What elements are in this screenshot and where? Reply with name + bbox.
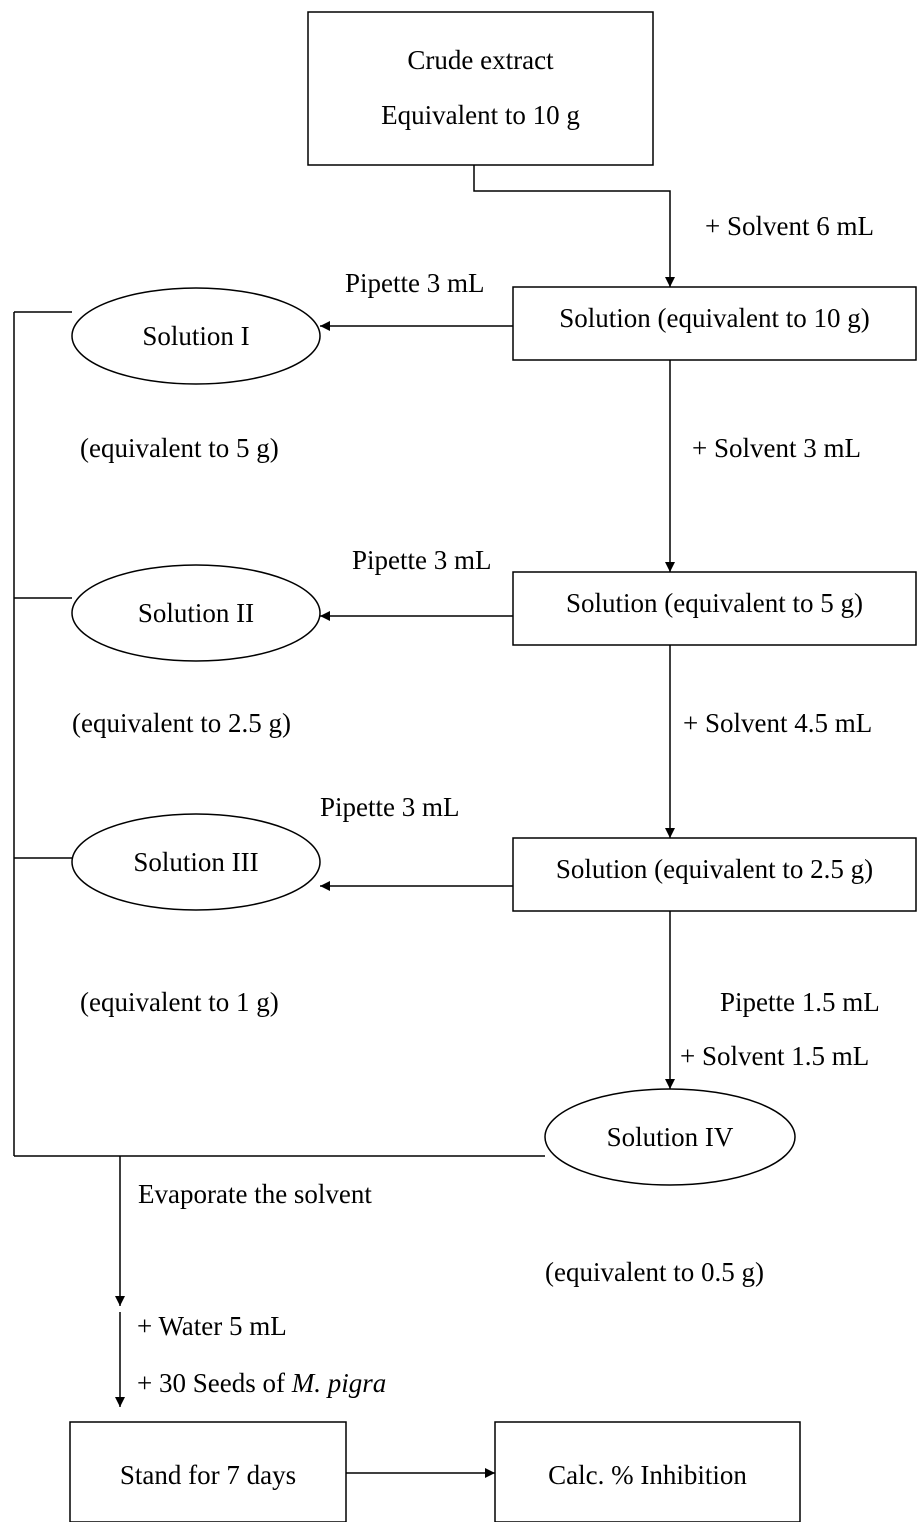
stand-7-days-label: Stand for 7 days <box>119 1460 297 1490</box>
solution-i-ellipse <box>71 287 321 385</box>
species-name: M. pigra <box>291 1368 387 1398</box>
add-solvent-4-5ml-label: + Solvent 4.5 mL <box>683 708 873 738</box>
pipette-3ml-label-1: Pipette 3 mL <box>345 268 485 298</box>
solution-5g-label: Solution (equivalent to 5 g) <box>566 588 863 618</box>
solution-iii-ellipse <box>71 813 321 911</box>
add-seeds-label: + 30 Seeds of M. pigra <box>137 1367 386 1399</box>
calc-inhibition-label: Calc. % Inhibition <box>548 1460 747 1490</box>
crude-to-solution-10g-connector <box>473 165 675 287</box>
solution-10g-label: Solution (equivalent to 10 g) <box>559 303 870 333</box>
stand-7-days-box <box>69 1421 347 1522</box>
solution-iii-equivalent: (equivalent to 1 g) <box>80 987 279 1017</box>
solution-ii-equivalent: (equivalent to 2.5 g) <box>72 708 291 738</box>
add-solvent-1-5ml-label: + Solvent 1.5 mL <box>680 1041 870 1071</box>
pipette-3ml-label-3: Pipette 3 mL <box>320 792 460 822</box>
solution-2-5g-label: Solution (equivalent to 2.5 g) <box>555 854 874 884</box>
solution-5g-box <box>512 571 917 646</box>
pipette-1-5ml-label: Pipette 1.5 mL <box>720 987 880 1017</box>
crude-extract-label: Crude extract <box>407 45 554 75</box>
pipette-3ml-label-2: Pipette 3 mL <box>352 545 492 575</box>
evaporate-solvent-label: Evaporate the solvent <box>138 1179 372 1209</box>
add-solvent-6ml-label: + Solvent 6 mL <box>705 211 874 241</box>
crude-extract-equivalent: Equivalent to 10 g <box>381 100 580 130</box>
solution-iv-label: Solution IV <box>606 1122 734 1152</box>
crude-extract-box <box>307 11 654 166</box>
add-solvent-3ml-label: + Solvent 3 mL <box>692 433 861 463</box>
calc-inhibition-box <box>494 1421 801 1522</box>
solution-i-label: Solution I <box>142 321 250 351</box>
add-water-label: + Water 5 mL <box>137 1311 287 1341</box>
solution-iii-label: Solution III <box>133 847 259 877</box>
solution-2-5g-box <box>512 837 917 912</box>
solution-i-equivalent: (equivalent to 5 g) <box>80 433 279 463</box>
add-seeds-prefix: + 30 Seeds of <box>137 1368 292 1398</box>
solution-ii-label: Solution II <box>137 598 255 628</box>
solution-10g-box <box>512 286 917 361</box>
solution-iv-equivalent: (equivalent to 0.5 g) <box>545 1257 764 1287</box>
